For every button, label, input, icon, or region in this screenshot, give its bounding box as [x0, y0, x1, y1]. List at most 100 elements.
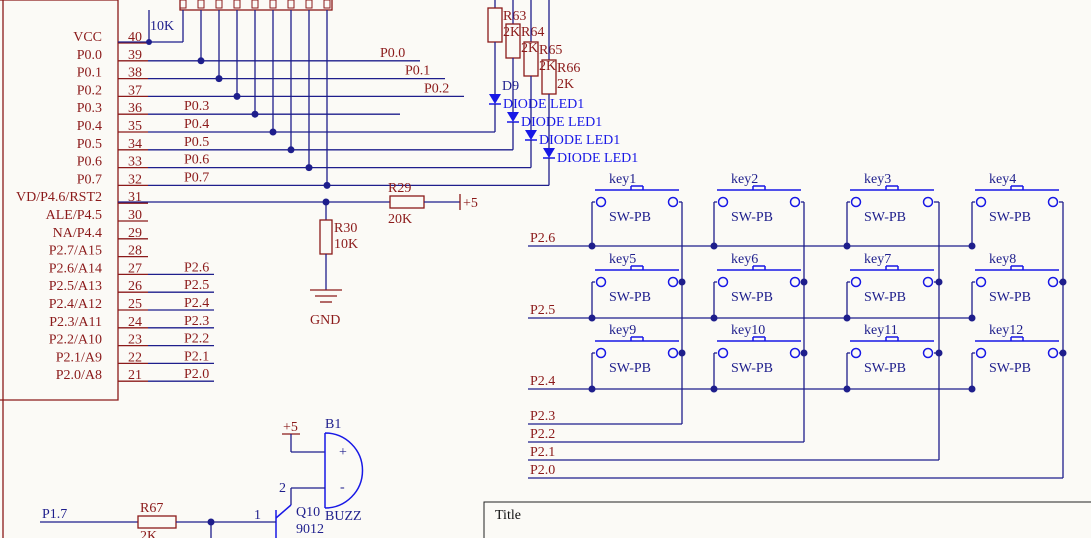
- led-ref: D9: [502, 79, 519, 94]
- resnet-leg: [251, 0, 259, 9]
- resnet-value: 10K: [150, 19, 174, 34]
- buzzer-circuit: +5 + - B1 BUZZ 2 Q10 9012 1 P1.7 R67 2K: [40, 417, 364, 538]
- led-resistor-ref: R63: [503, 9, 526, 24]
- p2-net-label: P2.3: [184, 314, 209, 329]
- switch-type: SW-PB: [864, 290, 906, 305]
- mcu-pin-number: 35: [128, 119, 142, 134]
- q10-pin1: 1: [254, 508, 261, 523]
- key-label: key11: [864, 323, 898, 338]
- mcu-pin-number: 22: [128, 350, 142, 365]
- switch-type: SW-PB: [731, 361, 773, 376]
- p0-net-label: P0.4: [184, 117, 209, 132]
- mcu-pin-number: 28: [128, 244, 142, 259]
- q10-type: 9012: [296, 522, 324, 537]
- mcu-pin-name: NA/P4.4: [53, 226, 102, 241]
- buzzer-ref: B1: [325, 417, 341, 432]
- led-diode: [525, 130, 537, 140]
- switch-type: SW-PB: [864, 361, 906, 376]
- buzzer-plus: +: [339, 445, 347, 460]
- r29-ref: R29: [388, 181, 411, 196]
- p2-net-label: P2.4: [184, 296, 209, 311]
- key-label: key1: [609, 172, 636, 187]
- led-resistor-value: 2K: [521, 41, 538, 56]
- led-resistor-value: 2K: [503, 25, 520, 40]
- key-label: key2: [731, 172, 758, 187]
- mcu-pin-number: 24: [128, 315, 142, 330]
- row-net-label: P2.5: [530, 303, 555, 318]
- mcu-pin-name: VD/P4.6/RST2: [16, 190, 102, 205]
- mcu-pin-number: 30: [128, 208, 142, 223]
- led-resistor-ref: R66: [557, 61, 580, 76]
- title-block-title: Title: [495, 508, 521, 523]
- r30-value: 10K: [334, 237, 358, 252]
- mcu-pin-number: 36: [128, 101, 142, 116]
- col-net-label: P2.0: [530, 463, 555, 478]
- mcu-pin-name: P0.7: [77, 172, 102, 187]
- mcu-pin-number: 32: [128, 172, 142, 187]
- resnet-leg: [179, 0, 187, 9]
- p0-net-label: P0.5: [184, 135, 209, 150]
- led-label: DIODE LED1: [557, 151, 638, 166]
- switch-type: SW-PB: [609, 210, 651, 225]
- led-resistor-value: 2K: [557, 77, 574, 92]
- q10-pin2: 2: [279, 481, 286, 496]
- port0-wiring: P0.0P0.1P0.2P0.3P0.4P0.5P0.6P0.7: [148, 10, 549, 189]
- r29-body: [389, 195, 425, 209]
- mcu-pin-name: P2.7/A15: [49, 244, 102, 259]
- mcu-pin-number: 27: [128, 261, 142, 276]
- led-label: DIODE LED1: [521, 115, 602, 130]
- mcu-pin-name: P2.5/A13: [49, 279, 102, 294]
- p2-net-label: P2.6: [184, 260, 209, 275]
- switch-type: SW-PB: [989, 290, 1031, 305]
- p0-net-label: P0.6: [184, 153, 209, 168]
- mcu-pin-name: P0.6: [77, 155, 102, 170]
- resnet-leg: [269, 0, 277, 9]
- mcu-pin-number: 29: [128, 226, 142, 241]
- r30-body: [319, 219, 333, 255]
- mcu-pin-number: 23: [128, 333, 142, 348]
- mcu-pin-name: P2.3/A11: [49, 315, 102, 330]
- led-resistor: [487, 7, 503, 43]
- led-label: DIODE LED1: [503, 97, 584, 112]
- mcu-pin-name: P2.1/A9: [56, 350, 102, 365]
- resnet-leg: [287, 0, 295, 9]
- p0-net-label: P0.2: [424, 81, 449, 96]
- switch-type: SW-PB: [731, 290, 773, 305]
- q10-ref: Q10: [296, 505, 320, 520]
- resnet-leg: [197, 0, 205, 9]
- title-block: Title: [483, 501, 1091, 538]
- mcu-pin-name: P2.6/A14: [49, 261, 102, 276]
- mcu-pin-number: 37: [128, 83, 142, 98]
- buzzer-minus: -: [340, 480, 345, 495]
- r29-value: 20K: [388, 212, 412, 227]
- led-resistor-ref: R65: [539, 43, 562, 58]
- p0-net-label: P0.1: [405, 64, 430, 79]
- reset-supply-label: +5: [463, 196, 478, 211]
- r67-body: [137, 515, 177, 529]
- buzzer-type: BUZZ: [325, 509, 362, 524]
- resnet-leg: [233, 0, 241, 9]
- reset-circuit: R29 20K +5 R30 10K GND: [118, 181, 478, 328]
- buzzer-body: [324, 432, 364, 509]
- key-label: key5: [609, 252, 636, 267]
- key-label: key7: [864, 252, 891, 267]
- col-net-label: P2.3: [530, 409, 555, 424]
- mcu-pin-name: P0.1: [77, 66, 102, 81]
- p0-net-label: P0.7: [184, 170, 209, 185]
- resnet-leg: [323, 0, 331, 9]
- gnd-label: GND: [310, 313, 340, 328]
- mcu-pin-number: 40: [128, 30, 142, 45]
- mcu-pin-name: P2.0/A8: [56, 368, 102, 383]
